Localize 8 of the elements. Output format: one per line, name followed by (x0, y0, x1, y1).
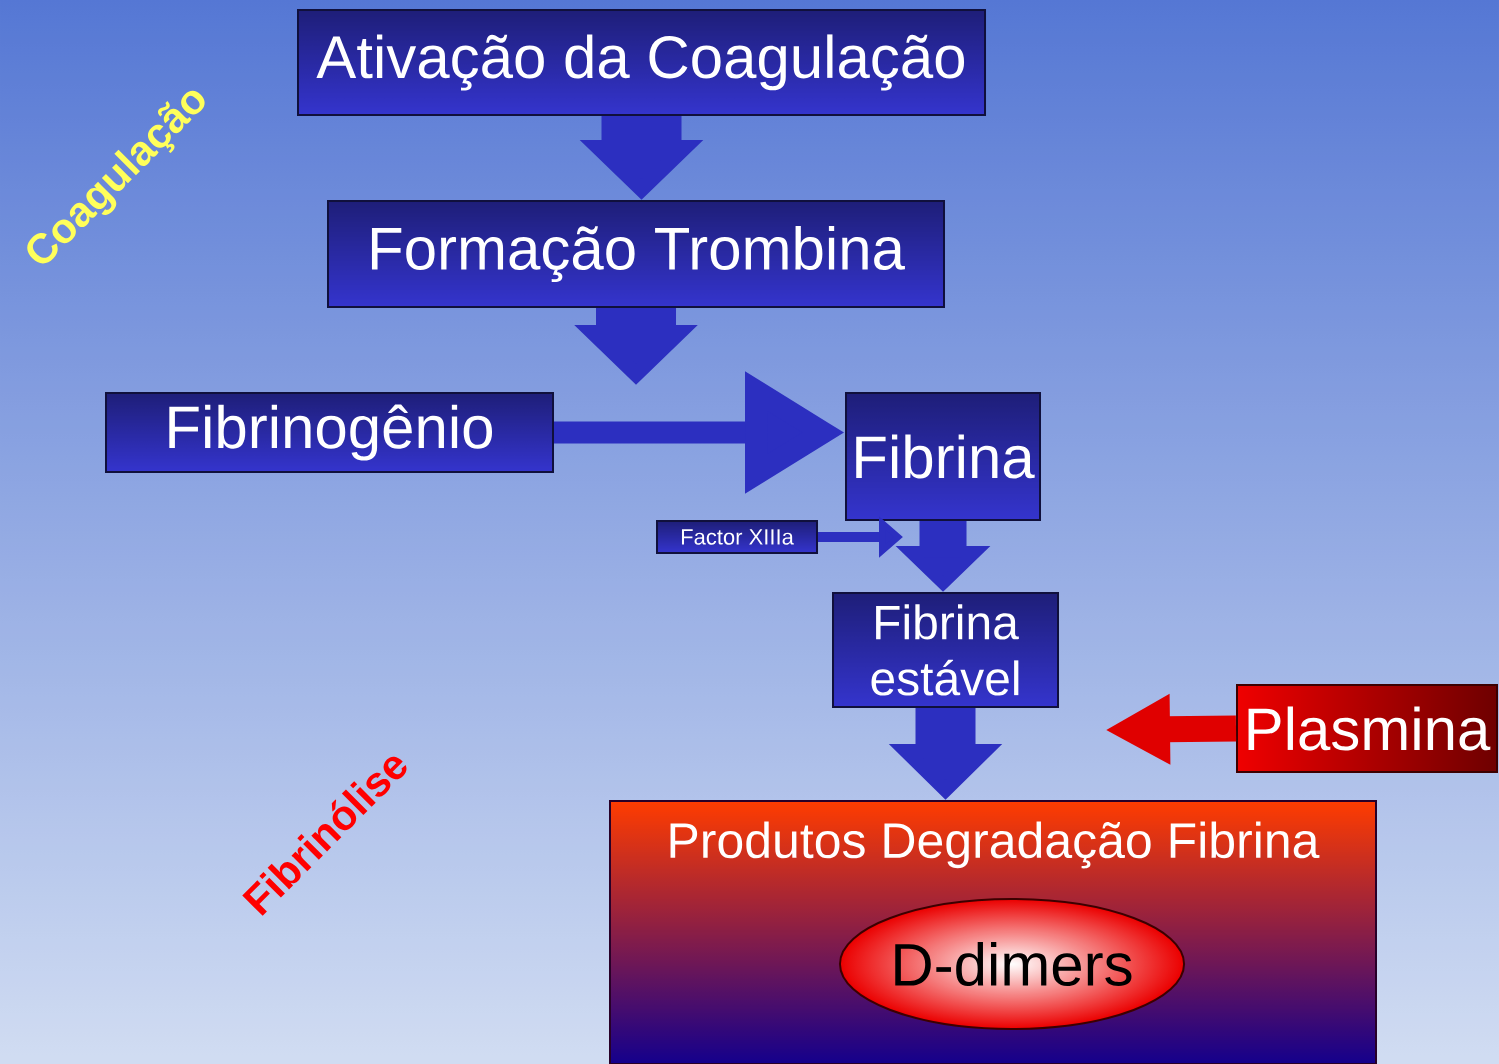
flow-box: Fibrinogênio (105, 392, 554, 473)
oval: D-dimers (838, 898, 1186, 1030)
flow-box: Factor XIIIa (656, 520, 818, 554)
flow-box: Plasmina (1236, 684, 1498, 773)
flow-box: Formação Trombina (327, 200, 945, 308)
flow-box: Fibrina estável (832, 592, 1059, 708)
flow-box: Fibrina (845, 392, 1041, 521)
flow-box: Ativação da Coagulação (297, 9, 986, 116)
